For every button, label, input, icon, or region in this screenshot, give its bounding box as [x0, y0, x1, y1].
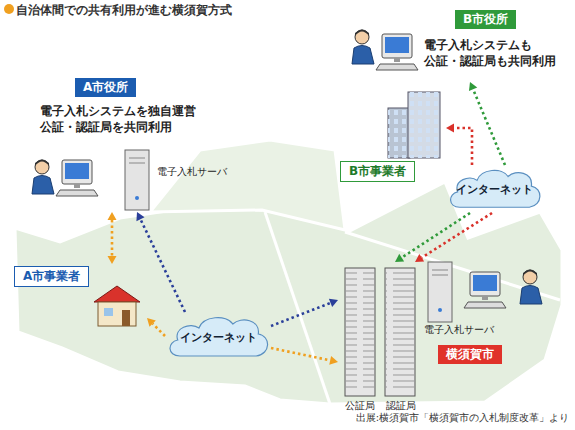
arrow-head: [395, 254, 404, 262]
server-icon: [125, 150, 149, 210]
dotted-connector: [147, 318, 165, 336]
arrow-head: [329, 356, 338, 365]
internet-cloud: インターネット: [165, 312, 271, 362]
connector-line: [473, 89, 505, 165]
server-icon: [428, 262, 452, 322]
arrow-head: [108, 212, 117, 220]
node-heading: A市事業者: [14, 266, 89, 287]
connector-line: [140, 219, 185, 312]
part-label: 電子入札サーバ: [157, 165, 227, 179]
connector-line: [271, 303, 331, 326]
caption: 出展:横須賀市「横須賀市の入札制度改革」より: [356, 411, 569, 425]
title: 自治体間での共有利用が進む横須賀方式: [16, 2, 232, 19]
node-region: A市事業者: [12, 264, 147, 330]
internet-cloud: インターネット: [446, 165, 543, 213]
computer-icon: [56, 160, 98, 196]
connector-line: [422, 213, 492, 258]
arrow-head: [136, 212, 144, 221]
arrow-head: [108, 256, 117, 264]
arrow-head: [469, 82, 477, 91]
node-region: B市事業者: [338, 86, 446, 184]
title-bullet: [4, 4, 14, 14]
dotted-connector: [469, 82, 505, 165]
connector-line: [153, 324, 165, 336]
node-heading: 横須賀市: [438, 345, 502, 364]
building-icon: [388, 92, 440, 158]
person-icon: [32, 160, 54, 195]
computer-icon: [376, 34, 418, 70]
arrow-head: [329, 299, 338, 307]
cloud-label: インターネット: [165, 312, 271, 362]
part-label: 電子入札サーバ: [424, 323, 494, 337]
server-rack: [345, 268, 415, 396]
node-description: 電子入札システムも 公証・認証局も共同利用: [424, 37, 566, 69]
part-label: 公証局: [345, 399, 375, 413]
computer-icon: [464, 272, 506, 308]
connector-line: [454, 128, 472, 165]
person-icon: [520, 270, 542, 305]
map-region: [150, 140, 345, 230]
part-label: 認証局: [386, 399, 416, 413]
house-icon: [94, 286, 140, 326]
connector-line: [111, 220, 114, 256]
node-region: A市役所電子入札システムを独自運営 公証・認証局を共同利用: [25, 75, 215, 212]
dotted-connector: [108, 212, 117, 264]
node-description: 電子入札システムを独自運営 公証・認証局を共同利用: [40, 103, 212, 135]
map-border: [265, 212, 330, 404]
arrow-head: [147, 318, 156, 327]
dotted-connector: [446, 124, 472, 166]
dotted-connector: [271, 348, 338, 365]
dotted-connector: [395, 213, 470, 262]
connector-line: [271, 348, 330, 360]
node-region: B市役所電子入札システムも 公証・認証局も共同利用: [336, 6, 568, 82]
node-heading: B市役所: [455, 10, 516, 29]
connector-line: [402, 213, 470, 258]
dotted-connector: [271, 299, 338, 326]
dotted-connector: [415, 213, 492, 262]
dotted-connector: [136, 212, 185, 312]
person-icon: [352, 30, 374, 65]
cloud-label: インターネット: [446, 165, 543, 213]
node-heading: A市役所: [75, 78, 136, 97]
arrow-head: [446, 124, 454, 133]
node-heading: B市事業者: [340, 161, 415, 182]
